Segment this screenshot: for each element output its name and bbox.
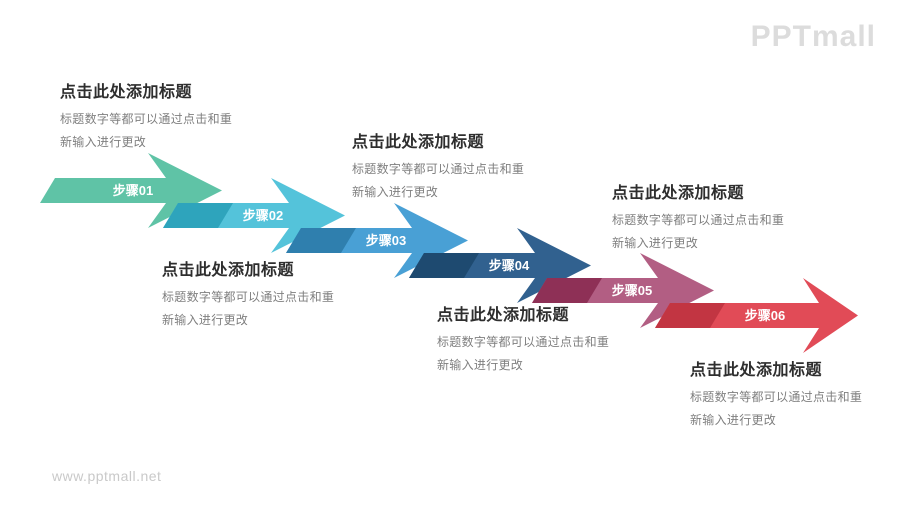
text-block-5[interactable]: 点击此处添加标题 标题数字等都可以通过点击和重 新输入进行更改 <box>612 179 862 255</box>
block-body-line2-1: 新输入进行更改 <box>60 135 147 149</box>
text-block-2[interactable]: 点击此处添加标题 标题数字等都可以通过点击和重 新输入进行更改 <box>162 256 412 332</box>
block-body-line2-3: 新输入进行更改 <box>352 185 439 199</box>
watermark-url: www.pptmall.net <box>52 468 162 484</box>
step-label-2: 步骤02 <box>243 208 283 223</box>
block-body-line2-5: 新输入进行更改 <box>612 236 699 250</box>
step-label-6: 步骤06 <box>745 308 785 323</box>
step-arrow-6[interactable]: 步骤06 <box>655 278 858 353</box>
arrow-shape-6[interactable] <box>655 278 858 353</box>
arrow-overlap-2 <box>163 203 233 228</box>
arrow-overlap-3 <box>286 228 356 253</box>
text-block-4[interactable]: 点击此处添加标题 标题数字等都可以通过点击和重 新输入进行更改 <box>437 301 687 377</box>
arrow-overlap-6 <box>655 303 725 328</box>
block-body-line2-2: 新输入进行更改 <box>162 313 249 327</box>
block-body-line1-2: 标题数字等都可以通过点击和重 <box>162 290 335 304</box>
block-title-2[interactable]: 点击此处添加标题 <box>162 262 295 279</box>
text-block-6[interactable]: 点击此处添加标题 标题数字等都可以通过点击和重 新输入进行更改 <box>690 356 900 432</box>
step-label-4: 步骤04 <box>489 258 530 273</box>
block-title-6[interactable]: 点击此处添加标题 <box>690 362 823 379</box>
step-label-5: 步骤05 <box>612 283 652 298</box>
pptmall-logo: PPTmall <box>750 20 876 53</box>
block-title-1[interactable]: 点击此处添加标题 <box>60 84 193 101</box>
block-title-4[interactable]: 点击此处添加标题 <box>437 307 570 324</box>
block-body-line2-4: 新输入进行更改 <box>437 358 524 372</box>
text-block-1[interactable]: 点击此处添加标题 标题数字等都可以通过点击和重 新输入进行更改 <box>60 78 310 154</box>
arrow-overlap-4 <box>409 253 479 278</box>
block-body-line1-6: 标题数字等都可以通过点击和重 <box>690 390 863 404</box>
block-title-5[interactable]: 点击此处添加标题 <box>612 185 745 202</box>
block-body-line1-1: 标题数字等都可以通过点击和重 <box>60 112 233 126</box>
block-title-3[interactable]: 点击此处添加标题 <box>352 134 485 151</box>
block-body-line1-5: 标题数字等都可以通过点击和重 <box>612 213 785 227</box>
block-body-line2-6: 新输入进行更改 <box>690 413 777 427</box>
block-body-line1-4: 标题数字等都可以通过点击和重 <box>437 335 610 349</box>
text-block-3[interactable]: 点击此处添加标题 标题数字等都可以通过点击和重 新输入进行更改 <box>352 128 602 204</box>
step-label-3: 步骤03 <box>366 233 406 248</box>
step-label-1: 步骤01 <box>113 183 153 198</box>
block-body-line1-3: 标题数字等都可以通过点击和重 <box>352 162 525 176</box>
arrow-overlap-5 <box>532 278 602 303</box>
